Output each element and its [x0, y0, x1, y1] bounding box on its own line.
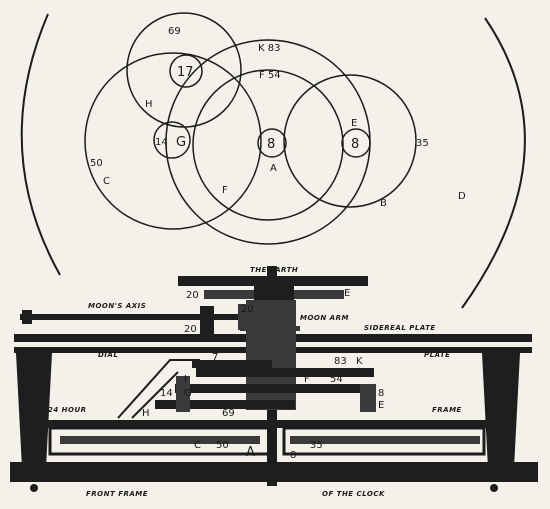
frame-top-rail — [48, 420, 488, 428]
gear-circle-f54 — [192, 69, 344, 221]
gear-circle-diagram: 69 17 K 83 F 54 H 14 G 8 A E 8 35 50 C F… — [20, 12, 526, 309]
gear-wheel-f54 — [175, 384, 375, 393]
label-20-c: 20 — [184, 324, 197, 335]
label-moons-axis: MOON'S AXIS — [88, 302, 146, 310]
gear-circle-35 — [283, 74, 417, 208]
frame-box-left — [48, 426, 272, 456]
label-moon-arm: MOON ARM — [300, 314, 349, 322]
gear-circle-8-center — [257, 128, 287, 158]
gear-circle-17 — [169, 54, 203, 88]
label-k: K — [356, 356, 363, 367]
label-e-side: E — [378, 400, 384, 411]
label-dial: DIAL — [98, 351, 118, 359]
gear-label-17: 17 — [177, 65, 194, 80]
moon-arm-gear-left — [200, 306, 214, 334]
label-20-a: 20 — [186, 290, 199, 301]
gear-wheel-69 — [155, 400, 295, 409]
outer-arc-right — [461, 17, 526, 309]
gear-label-d: D — [458, 191, 466, 202]
gear-e-side — [360, 384, 376, 412]
label-the-earth: THE EARTH — [250, 266, 298, 274]
right-leg — [482, 353, 520, 468]
left-leg — [16, 353, 52, 468]
gear-label-8-e: 8 — [351, 137, 359, 152]
label-h: H — [142, 408, 150, 419]
gear-circle-50 — [84, 52, 262, 230]
gear-label-a: A — [270, 163, 277, 174]
label-8: 8 — [378, 388, 384, 399]
frame-gear-50 — [60, 436, 260, 444]
label-a: A — [246, 445, 255, 460]
gear-label-f: F — [222, 185, 228, 196]
gear-label-h: H — [145, 99, 153, 110]
gear-label-c: C — [103, 176, 110, 187]
label-i: I — [184, 374, 187, 385]
gear-label-35: 35 — [416, 138, 429, 149]
label-69: 69 — [222, 408, 235, 419]
label-83: 83 — [334, 356, 347, 367]
label-g: G — [184, 388, 192, 399]
gear-label-k83: K 83 — [258, 43, 280, 54]
gear-circle-14 — [153, 121, 191, 159]
clock-mechanism: THE EARTH E 20 20 MOON'S AXIS 20 MOON AR… — [10, 266, 538, 498]
gear-label-50: 50 — [90, 158, 103, 169]
base-bolt-left — [30, 484, 38, 492]
label-14: 14 — [160, 388, 173, 399]
gear-circle-8-e — [341, 128, 371, 158]
label-20-b: 20 — [241, 304, 254, 315]
label-sidereal-plate: SIDEREAL PLATE — [364, 324, 436, 332]
outer-arc-left — [20, 13, 61, 276]
gear-label-69: 69 — [168, 26, 181, 37]
gear-label-g: G — [176, 135, 186, 150]
central-sleeve — [246, 300, 296, 410]
frame-gear-35 — [290, 436, 480, 444]
gear-label-14: 14 — [155, 137, 168, 148]
gear-label-e: E — [351, 118, 357, 129]
label-of-the-clock: OF THE CLOCK — [322, 490, 385, 498]
crank-link-2 — [131, 371, 179, 419]
label-f: F — [304, 374, 310, 385]
frame-box-right — [282, 426, 486, 456]
moons-axis-rod — [20, 314, 245, 320]
gear-label-b: B — [380, 198, 387, 209]
label-8b: 8 — [290, 450, 296, 461]
label-frame: FRAME — [432, 406, 462, 414]
label-c: C — [194, 440, 201, 451]
crank-link — [117, 359, 200, 419]
gear-wheel-7 — [192, 360, 272, 368]
front-frame-base — [10, 462, 538, 482]
label-front-frame: FRONT FRAME — [86, 490, 148, 498]
moons-axis-end — [22, 310, 32, 324]
label-35: 35 — [310, 440, 323, 451]
gear-wheel-14 — [176, 376, 190, 412]
gear-wheel-k83 — [196, 368, 374, 377]
label-plate: PLATE — [424, 351, 450, 359]
label-50: 50 — [216, 440, 229, 451]
base-bolt-right — [490, 484, 498, 492]
label-54: 54 — [330, 374, 343, 385]
gear-label-f54: F 54 — [259, 70, 281, 81]
label-24-hour: 24 HOUR — [48, 406, 87, 414]
label-7: 7 — [212, 352, 218, 363]
gear-label-8-center: 8 — [267, 137, 275, 152]
label-e-top: E — [344, 288, 350, 299]
